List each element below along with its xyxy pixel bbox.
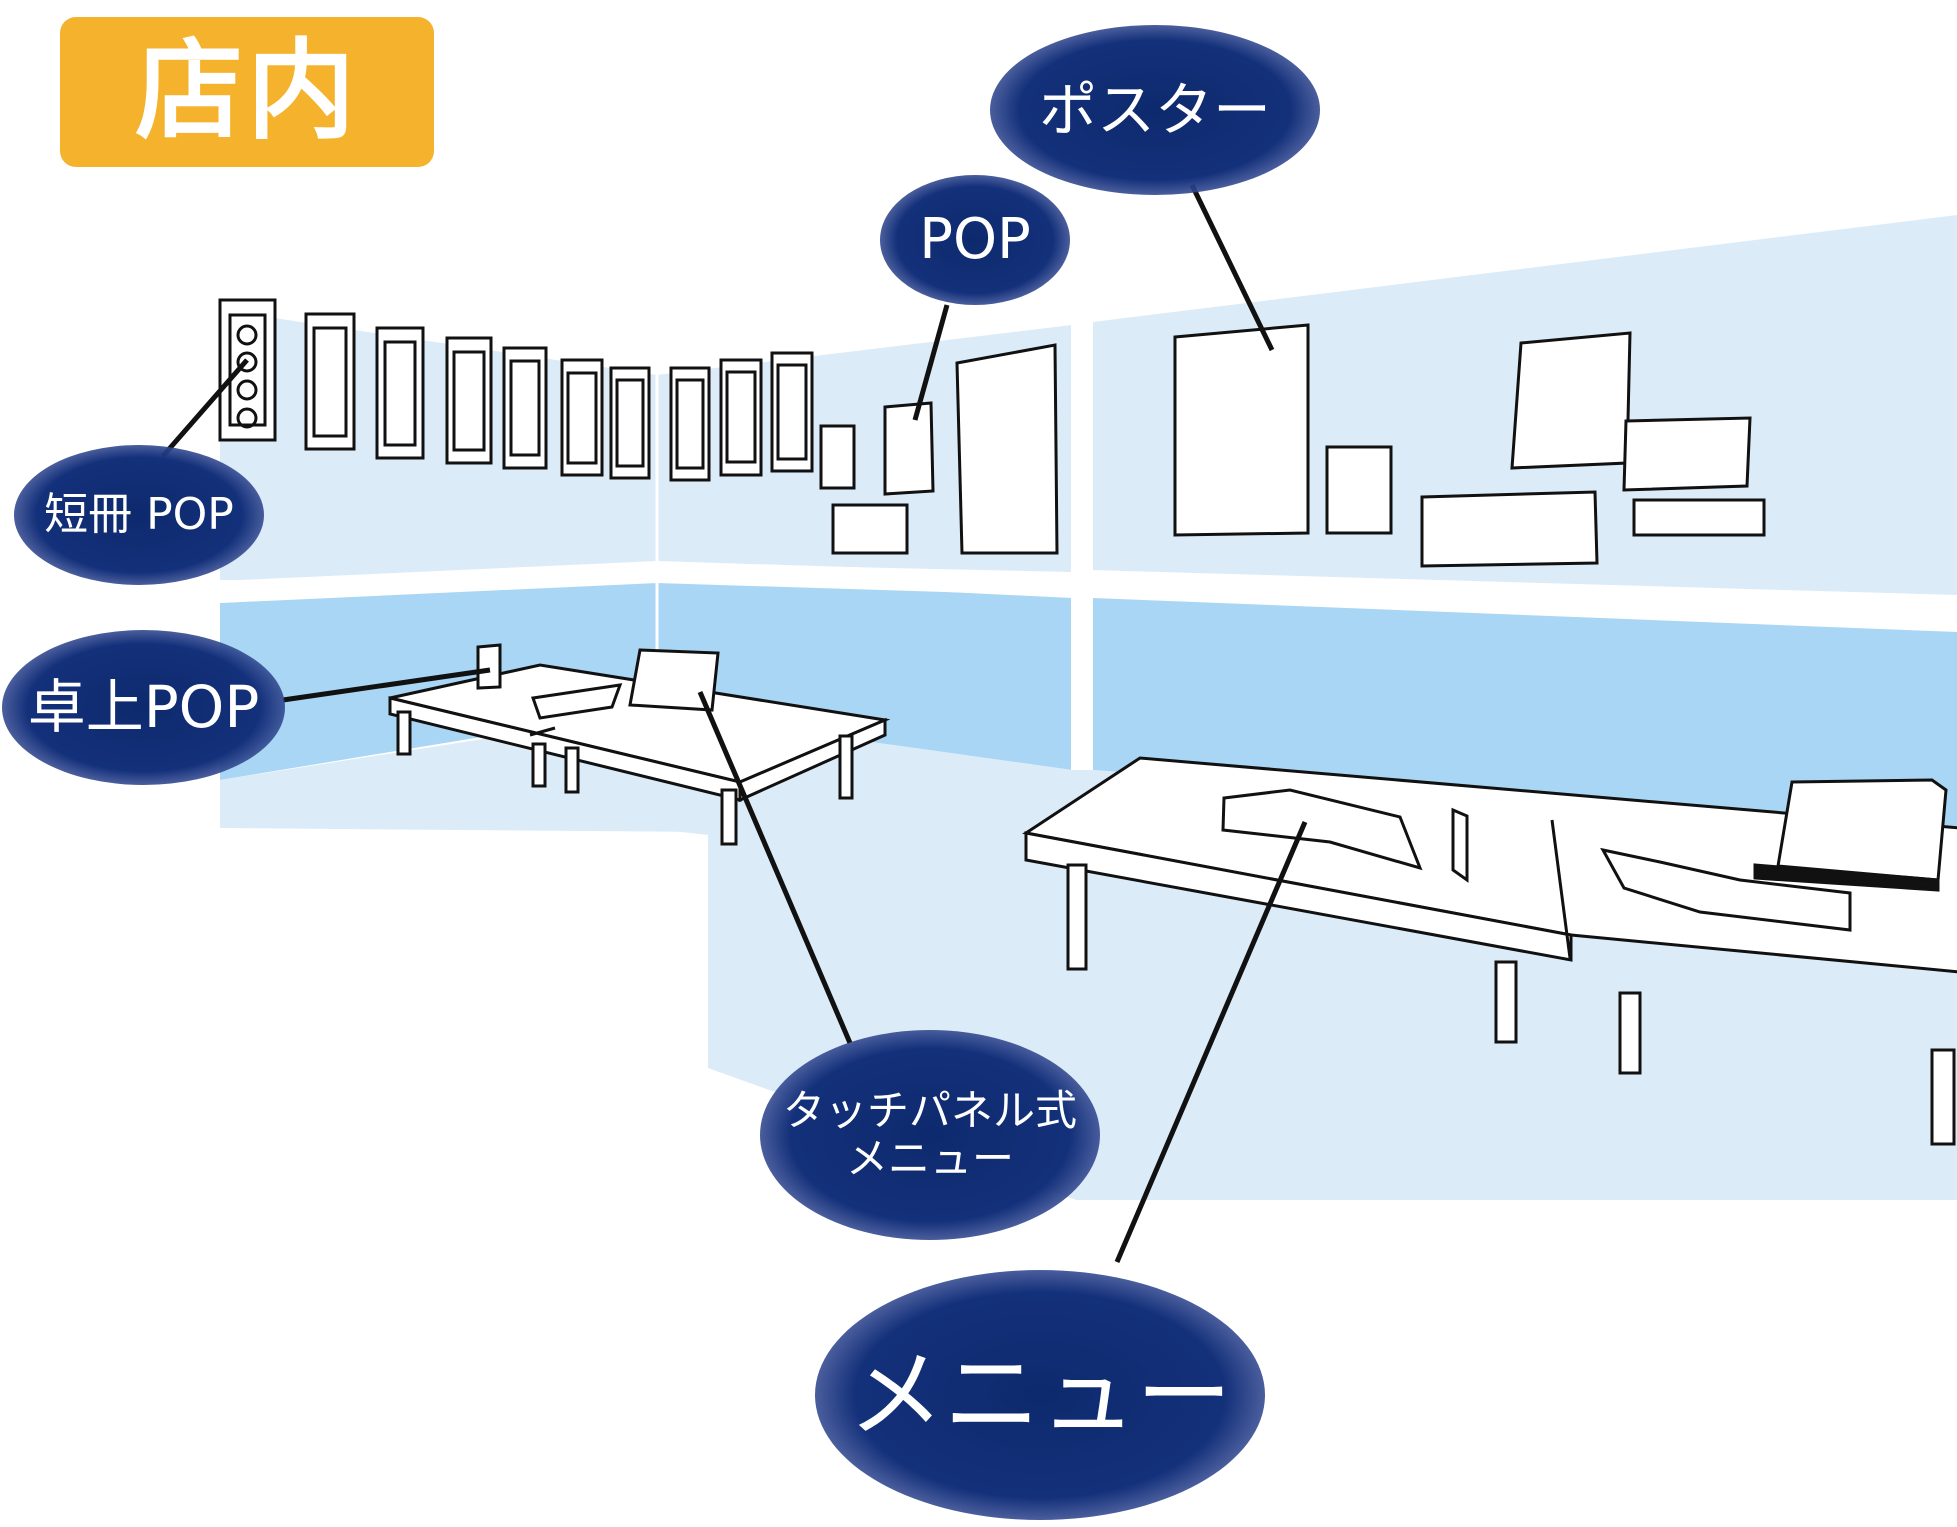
touch-panel-menu-label-line2: メニュー	[845, 1134, 1014, 1183]
leader-lines	[161, 183, 1308, 1263]
touch-panel-menu-callout: タッチパネル式 メニュー	[760, 1030, 1100, 1240]
title-badge: 店内	[60, 17, 434, 167]
takujo-pop-callout: 卓上POP	[2, 630, 285, 785]
poster-callout: ポスター	[990, 25, 1320, 195]
right-wall-posters	[1173, 323, 1766, 568]
menu-callout: メニュー	[815, 1270, 1265, 1520]
center-wall-posters	[819, 343, 1059, 555]
tanzaku-pop-strips	[218, 298, 814, 482]
left-tables	[388, 643, 891, 846]
right-tables	[1022, 756, 1957, 1146]
menu-label: メニュー	[848, 1338, 1232, 1451]
pop-label: POP	[919, 206, 1031, 272]
takujo-pop-label: 卓上POP	[27, 673, 260, 742]
tanzaku-pop-label: 短冊 POP	[44, 488, 234, 540]
tanzaku-pop-callout: 短冊 POP	[14, 445, 264, 585]
page-title: 店内	[134, 29, 359, 154]
touch-panel-menu-label-line1: タッチパネル式	[782, 1085, 1077, 1135]
pop-callout: POP	[880, 175, 1070, 305]
poster-label: ポスター	[1038, 75, 1271, 144]
floor-lower-step	[220, 780, 708, 832]
